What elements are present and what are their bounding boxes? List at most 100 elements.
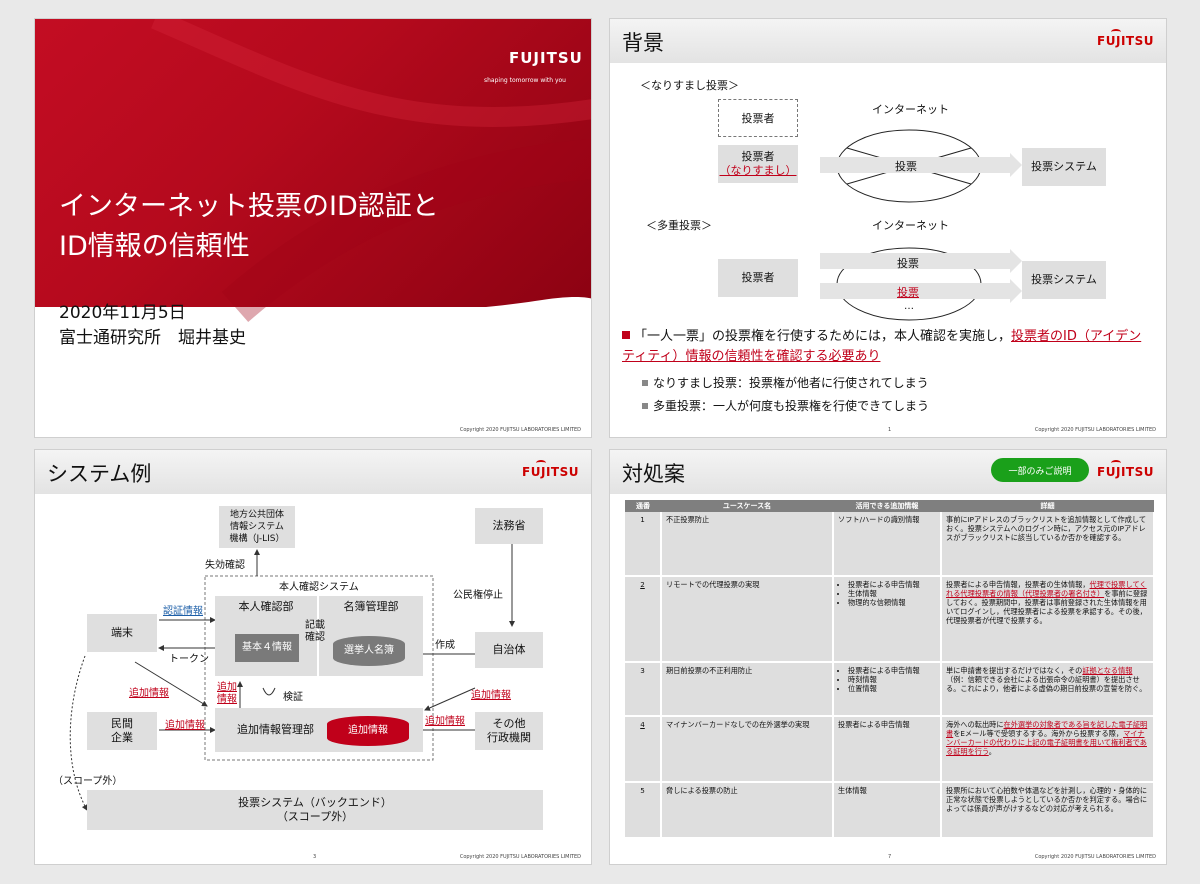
fujitsu-logo: FUJITSU	[509, 49, 583, 67]
bullet-square-icon	[622, 331, 630, 339]
copyright: Copyright 2020 FUJITSU LABORATORIES LIMI…	[459, 854, 581, 860]
voting-system-box-2: 投票システム	[1022, 261, 1106, 299]
copyright: Copyright 2020 FUJITSU LABORATORIES LIMI…	[1034, 427, 1156, 433]
kisai-label: 記載 確認	[305, 620, 325, 643]
row-detail: 投票者による申告情報，投票者の生体情報，代理で投票してくれる代理投票者の情報（代…	[941, 576, 1155, 663]
tsuika-kanri-label: 追加情報管理部	[237, 723, 314, 736]
vote-arrow-2b	[820, 279, 1022, 303]
backend-box: 投票システム（バックエンド） （スコープ外）	[87, 790, 543, 830]
row-info: 投票者による申告情報 時刻情報 位置情報	[833, 662, 942, 717]
senkyo-db: 選挙人名簿	[333, 636, 405, 666]
table-header-row: 通番 ユースケース名 活用できる追加情報 詳細	[625, 500, 1154, 512]
shikkou-label: 失効確認	[205, 560, 245, 571]
slide-system-example[interactable]: システム例 FUJITSU 地方公共団体 情報システム 機構（J-LIS） 法務…	[34, 449, 592, 865]
info-item: 投票者による申告情報	[848, 580, 936, 589]
row-usecase: 脅しによる投票の防止	[661, 782, 834, 839]
tsuika-label-3: 追加情報	[471, 690, 511, 701]
title-white-curve	[35, 19, 591, 437]
detail-text: 単に申請書を提出するだけではなく，その	[946, 666, 1083, 675]
bullet-small-icon	[642, 380, 648, 386]
slide-title: システム例	[47, 462, 152, 486]
main-bullet-emphasis: 投票者のID（アイデンティティ）情報の信頼性を確認する必要あり	[622, 329, 1142, 364]
houmusho-box: 法務省	[475, 508, 543, 544]
fujitsu-logo: FUJITSU	[522, 460, 579, 479]
presentation-meta: 2020年11月5日 富士通研究所 堀井基史	[59, 301, 246, 351]
koumin-label: 公民権停止	[453, 590, 503, 601]
internet-label-2: インターネット	[872, 219, 949, 232]
jlis-box: 地方公共団体 情報システム 機構（J-LIS）	[219, 506, 295, 548]
copyright: Copyright 2020 FUJITSU LABORATORIES LIMI…	[459, 427, 581, 433]
internet-label-1: インターネット	[872, 103, 949, 116]
sub-bullet-2-text: 多重投票：一人が何度も投票権を行使できてしまう	[653, 399, 930, 413]
sonota-box: その他 行政機関	[475, 712, 543, 750]
slide-header	[35, 450, 591, 494]
slide-title: 背景	[622, 31, 664, 55]
title-red-band	[35, 19, 591, 307]
row-info: 投票者による申告情報	[833, 716, 942, 783]
voting-system-box-1: 投票システム	[1022, 148, 1106, 186]
header-detail: 詳細	[941, 500, 1154, 512]
slide-countermeasures[interactable]: 対処案 FUJITSU 一部のみご説明 通番 ユースケース名 活用できる追加情報…	[609, 449, 1167, 865]
voter-box-2: 投票者	[718, 259, 798, 297]
vote-label-ellipsis: …	[904, 301, 914, 312]
tsuika-db: 追加情報	[327, 716, 409, 746]
table-row: 1 不正投票防止 ソフト/ハードの識別情報 事前にIPアドレスのブラックリストを…	[625, 512, 1155, 577]
vote-arrow-2a	[820, 249, 1022, 273]
row-usecase: 期日前投票の不正利用防止	[661, 662, 834, 717]
header-info: 活用できる追加情報	[833, 500, 941, 512]
vote-label-2b: 投票	[897, 286, 919, 299]
vote-label-2a: 投票	[897, 257, 919, 270]
author: 富士通研究所 堀井基史	[59, 328, 246, 348]
detail-emphasis: マイナンバーカードの代わりに上記の電子証明書を用いて権利者である証明を行う	[946, 729, 1147, 756]
detail-text: 海外への転出時に	[946, 720, 1004, 729]
page-number: 3	[313, 854, 317, 860]
table-row: 2 リモートでの代理投票の実現 投票者による申告情報 生体情報 物理的な信頼情報…	[625, 576, 1155, 663]
slide-title: 対処案	[622, 462, 685, 486]
vote-arrow-1	[820, 153, 1022, 177]
row-info: ソフト/ハードの識別情報	[833, 512, 942, 577]
detail-emphasis: 在外選挙の対象者である旨を記した電子証明書	[946, 720, 1148, 738]
table-row: 3 期日前投票の不正利用防止 投票者による申告情報 時刻情報 位置情報 単に申請…	[625, 662, 1155, 717]
section-label-spoof: ＜なりすまし投票＞	[640, 79, 739, 92]
tagline: shaping tomorrow with you	[484, 77, 566, 84]
jichitai-box: 自治体	[475, 632, 543, 668]
row-detail: 事前にIPアドレスのブラックリストを追加情報として作成しておく。投票システムへの…	[941, 512, 1155, 577]
voter-spoof-line2: （なりすまし）	[719, 164, 797, 177]
honnin-system-label: 本人確認システム	[279, 582, 359, 593]
page-number: 1	[888, 427, 892, 433]
sub-bullet-2: 多重投票：一人が何度も投票権を行使できてしまう	[642, 397, 929, 414]
row-usecase: リモートでの代理投票の実現	[661, 576, 834, 663]
table-row: 4 マイナンバーカードなしでの在外選挙の実現 投票者による申告情報 海外への転出…	[625, 716, 1155, 783]
detail-text: （例：信頼できる会社による出張命令の証明書）を提出させる。これにより，他者による…	[946, 675, 1147, 693]
tanmatsu-box: 端末	[87, 614, 157, 652]
row-no: 5	[625, 782, 662, 839]
vote-label-1: 投票	[895, 160, 917, 173]
voter-spoof-box: 投票者 （なりすまし）	[718, 145, 798, 183]
page-number: 7	[888, 854, 892, 860]
bullet-small-icon	[642, 403, 648, 409]
copyright: Copyright 2020 FUJITSU LABORATORIES LIMI…	[1034, 854, 1156, 860]
row-detail: 海外への転出時に在外選挙の対象者である旨を記した電子証明書をEメール等で受領する…	[941, 716, 1155, 783]
info-item: 投票者による申告情報	[848, 666, 936, 675]
row-info: 投票者による申告情報 生体情報 物理的な信頼情報	[833, 576, 942, 663]
header-usecase: ユースケース名	[661, 500, 833, 512]
voter-dashed-box: 投票者	[718, 99, 798, 137]
title-line-1: インターネット投票のID認証と	[59, 191, 439, 222]
info-item: 位置情報	[848, 684, 936, 693]
header-no: 通番	[625, 500, 661, 512]
detail-text: 投票者による申告情報，投票者の生体情報，	[946, 580, 1090, 589]
slide-title[interactable]: FUJITSU shaping tomorrow with you インターネッ…	[34, 18, 592, 438]
section-label-multi: ＜多重投票＞	[646, 219, 712, 232]
fujitsu-logo: FUJITSU	[1097, 29, 1154, 48]
main-bullet: 「一人一票」の投票権を行使するためには，本人確認を実施し，投票者のID（アイデン…	[622, 327, 1152, 367]
slide-header	[610, 19, 1166, 63]
kihon-doc: 基本４情報	[235, 634, 299, 662]
usecase-table: 通番 ユースケース名 活用できる追加情報 詳細 1 不正投票防止 ソフト/ハード…	[625, 500, 1155, 839]
row-no: 1	[625, 512, 662, 577]
main-bullet-text: 「一人一票」の投票権を行使するためには，本人確認を実施し，	[634, 329, 1012, 344]
detail-emphasis: 代理で投票してくれる代理投票者の情報（代理投票者の署名付き）	[946, 580, 1147, 598]
slide-background[interactable]: 背景 FUJITSU ＜なりすまし投票＞ インターネット 投票者 投票 投票者 …	[609, 18, 1167, 438]
voter-spoof-line1: 投票者	[741, 150, 775, 163]
tsuika-label-2: 追加 情報	[217, 682, 237, 705]
honnin-bu-label: 本人確認部	[238, 600, 294, 613]
